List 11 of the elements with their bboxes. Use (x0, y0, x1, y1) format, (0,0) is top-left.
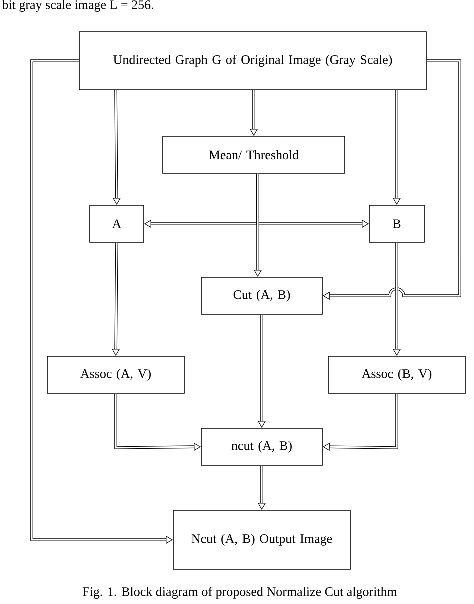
process-box: ncut (A, B) (201, 428, 323, 466)
process-box: B (369, 205, 425, 243)
process-box: Ncut (A, B) Output Image (173, 510, 351, 570)
process-box: Mean/ Threshold (162, 136, 346, 174)
process-box: Assoc (A, V) (47, 356, 185, 394)
process-box: Assoc (B, V) (328, 356, 466, 394)
process-box: Undirected Graph G of Original Image (Gray Scale) (79, 32, 427, 90)
process-box: Cut (A, B) (201, 277, 323, 315)
caption: Fig. 1. Block diagram of proposed Normalize Cut algorithm (82, 587, 398, 599)
process-box: A (90, 205, 144, 243)
note-text: bit gray scale image L = 256. (2, 0, 154, 12)
